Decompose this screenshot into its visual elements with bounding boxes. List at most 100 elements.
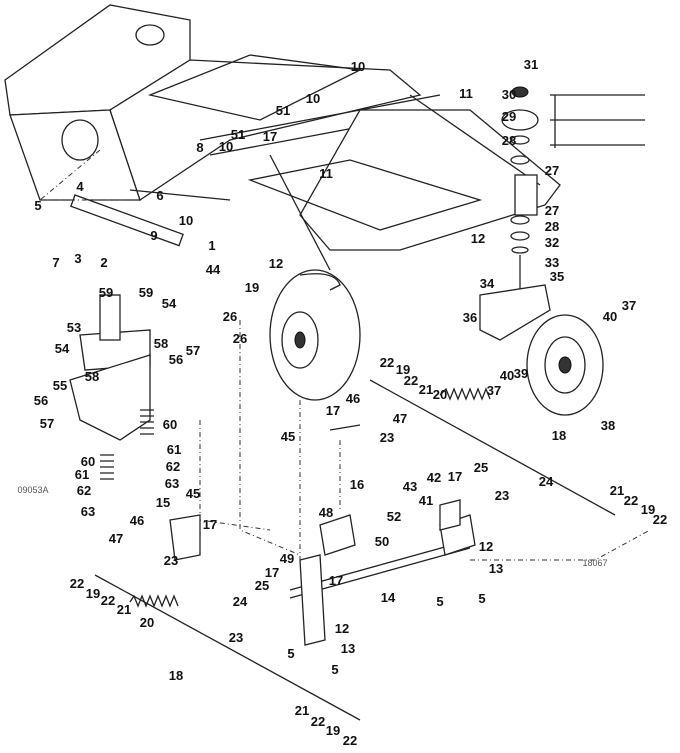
part-callout: 24 [539, 474, 554, 489]
part-callout: 46 [346, 391, 360, 406]
part-callout: 19 [396, 362, 410, 377]
part-callout: 26 [233, 331, 247, 346]
part-callout: 5 [34, 198, 41, 213]
part-callout: 21 [295, 703, 309, 718]
part-callout: 37 [487, 383, 501, 398]
part-callout: 4 [76, 179, 84, 194]
part-callout: 22 [624, 493, 638, 508]
part-callout: 23 [164, 553, 178, 568]
part-callout: 20 [433, 387, 447, 402]
part-callout: 47 [393, 411, 407, 426]
part-callout: 5 [331, 662, 338, 677]
part-callout: 12 [269, 256, 283, 271]
part-callout: 11 [459, 86, 473, 101]
part-callout: 17 [326, 403, 340, 418]
part-callout: 36 [463, 310, 477, 325]
part-callout: 56 [34, 393, 48, 408]
part-callout: 22 [404, 373, 418, 388]
part-callout: 26 [223, 309, 237, 324]
part-callout: 27 [545, 163, 559, 178]
part-callout: 15 [156, 495, 170, 510]
part-callout: 16 [350, 477, 364, 492]
part-callout: 33 [545, 255, 559, 270]
part-callout: 10 [351, 59, 365, 74]
part-callout: 13 [489, 561, 503, 576]
part-callout: 30 [502, 87, 516, 102]
part-callout: 17 [263, 129, 277, 144]
part-callout: 10 [179, 213, 193, 228]
part-callout: 19 [641, 502, 655, 517]
chassis-frame [4, 4, 561, 271]
part-callout: 17 [203, 517, 217, 532]
part-callout: 18 [169, 668, 183, 683]
part-callout: 10 [219, 139, 233, 154]
part-callout: 25 [474, 460, 488, 475]
part-callout: 37 [622, 298, 636, 313]
part-callout: 35 [550, 269, 564, 284]
part-callout: 18 [552, 428, 566, 443]
part-callout: 60 [163, 417, 177, 432]
part-callout: 12 [471, 231, 485, 246]
part-callout: 19 [86, 586, 100, 601]
reference-lines [38, 149, 651, 561]
part-callout: 3 [74, 251, 81, 266]
part-callout: 43 [403, 479, 417, 494]
mount-bracket [69, 194, 184, 480]
rods-and-springs [94, 379, 616, 721]
part-callout: 45 [186, 486, 200, 501]
front-wheel [269, 269, 361, 401]
part-callout: 39 [514, 366, 528, 381]
part-callout: 29 [502, 109, 516, 124]
part-callout: 11 [319, 166, 333, 181]
part-callout: 6 [156, 188, 163, 203]
part-callout: 5 [478, 591, 485, 606]
part-callout: 45 [281, 429, 295, 444]
part-callout: 53 [67, 320, 81, 335]
part-callout: 50 [375, 534, 389, 549]
part-callout: 57 [186, 343, 200, 358]
part-callout: 5 [287, 646, 294, 661]
part-callout: 22 [70, 576, 84, 591]
part-callout: 62 [77, 483, 91, 498]
part-callout: 9 [150, 228, 157, 243]
part-callout: 10 [306, 91, 320, 106]
part-callout: 58 [85, 369, 99, 384]
drawing-number: 18067 [582, 558, 607, 568]
part-callout: 34 [480, 276, 495, 291]
part-callout: 7 [52, 255, 59, 270]
part-callout: 14 [381, 590, 396, 605]
part-callout: 17 [448, 469, 462, 484]
part-callout: 27 [545, 203, 559, 218]
part-callout: 59 [99, 285, 113, 300]
part-callout: 25 [255, 578, 269, 593]
part-callout: 24 [233, 594, 248, 609]
part-callout: 41 [419, 493, 433, 508]
part-callout: 51 [231, 127, 245, 142]
part-callout: 44 [206, 262, 221, 277]
part-callout: 48 [319, 505, 333, 520]
part-callout: 58 [154, 336, 168, 351]
part-callout: 31 [524, 57, 538, 72]
part-callout: 28 [545, 219, 559, 234]
part-callout: 5 [436, 594, 443, 609]
part-callout: 2 [100, 255, 107, 270]
part-callout: 23 [229, 630, 243, 645]
part-callout: 57 [40, 416, 54, 431]
part-callout: 49 [280, 551, 294, 566]
part-callout: 40 [500, 368, 514, 383]
part-callout: 13 [341, 641, 355, 656]
part-callout: 47 [109, 531, 123, 546]
part-callout: 22 [380, 355, 394, 370]
part-callout: 42 [427, 470, 441, 485]
part-callout: 22 [311, 714, 325, 729]
part-callout: 12 [479, 539, 493, 554]
part-callout: 19 [326, 723, 340, 738]
part-callout: 22 [343, 733, 357, 748]
part-callout: 63 [81, 504, 95, 519]
part-callout: 20 [140, 615, 154, 630]
part-callout: 23 [380, 430, 394, 445]
part-callout: 28 [502, 133, 516, 148]
